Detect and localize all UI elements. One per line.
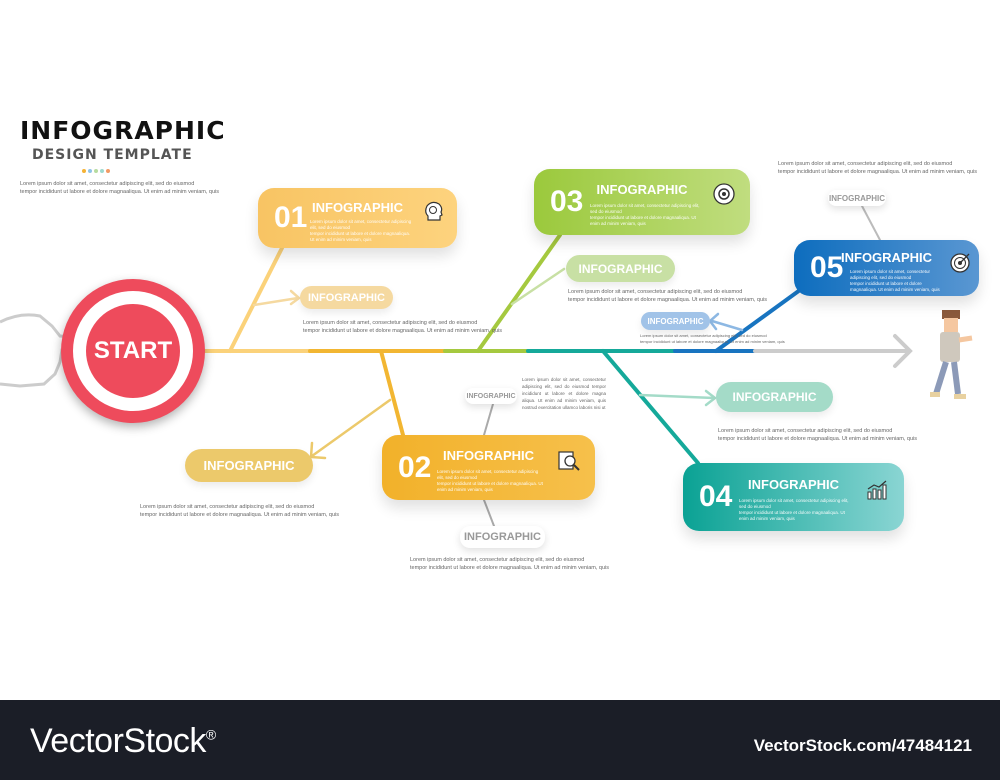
step-number: 04 [699,480,733,513]
step-04-card: 04 INFOGRAPHIC Lorem ipsum dolor sit ame… [683,463,904,531]
step-02-top-text: Lorem ipsum dolor sit amet, consectetur … [522,377,606,410]
step-title: INFOGRAPHIC [443,448,534,463]
step-04-sub-text: Lorem ipsum dolor sit amet, consectetur … [718,428,918,442]
step-number: 02 [398,450,432,484]
step-number: 03 [550,185,584,218]
step-03-sub-text: Lorem ipsum dolor sit amet, consectetur … [568,289,768,303]
watermark-id: VectorStock.com/47484121 [753,736,972,755]
step-02-sub-text: Lorem ipsum dolor sit amet, consectetur … [140,504,340,518]
step-01-card: 01 INFOGRAPHIC Lorem ipsum dolor sit ame… [258,188,457,248]
step-title: INFOGRAPHIC [748,477,839,492]
intro-text: Lorem ipsum dolor sit amet, consectetur … [20,181,220,195]
footer-bar: VectorStock® VectorStock.com/47484121 [0,700,1000,780]
step-05-card: 05 INFOGRAPHIC Lorem ipsum dolor sit ame… [794,240,979,296]
step-05-top-pill: INFOGRAPHIC [828,190,886,206]
start-button[interactable]: START [61,279,205,423]
step-number: 01 [274,201,308,234]
step-04-sub-pill: INFOGRAPHIC [716,382,833,412]
step-03-sub-pill: INFOGRAPHIC [566,255,675,282]
step-number: 05 [810,251,844,284]
step-03-card: 03 INFOGRAPHIC Lorem ipsum dolor sit ame… [534,169,750,235]
timeline-lines [0,205,973,527]
step-02-sub-pill: INFOGRAPHIC [185,449,313,482]
step-title: INFOGRAPHIC [312,200,403,215]
page-title: INFOGRAPHIC [20,116,226,145]
step-01-sub-pill: INFOGRAPHIC [300,286,393,309]
step-01-sub-text: Lorem ipsum dolor sit amet, consectetur … [303,320,503,334]
bullseye-icon [950,253,970,273]
color-dots [82,169,110,173]
step-02-card: 02 INFOGRAPHIC Lorem ipsum dolor sit ame… [382,435,595,500]
step-02-bottom-pill: INFOGRAPHIC [460,526,545,548]
step-title: INFOGRAPHIC [596,182,688,197]
target-gear-icon [713,183,735,205]
page-subtitle: DESIGN TEMPLATE [32,147,193,163]
step-05-top-text: Lorem ipsum dolor sit amet, consectetur … [778,161,978,175]
watermark-brand: VectorStock® [30,722,216,760]
step-02-top-pill: INFOGRAPHIC [465,388,517,404]
step-05-sub-pill: INFOGRAPHIC [641,312,710,330]
document-search-icon [558,451,580,471]
start-label: START [86,304,180,398]
head-gear-icon [425,201,443,221]
walking-person-icon [930,310,973,399]
step-02-bottom-text: Lorem ipsum dolor sit amet, consectetur … [410,557,610,571]
step-05-sub-text: Lorem ipsum dolor sit amet, consectetur … [640,333,785,344]
bar-chart-icon [867,480,887,500]
step-title: INFOGRAPHIC [841,250,932,265]
